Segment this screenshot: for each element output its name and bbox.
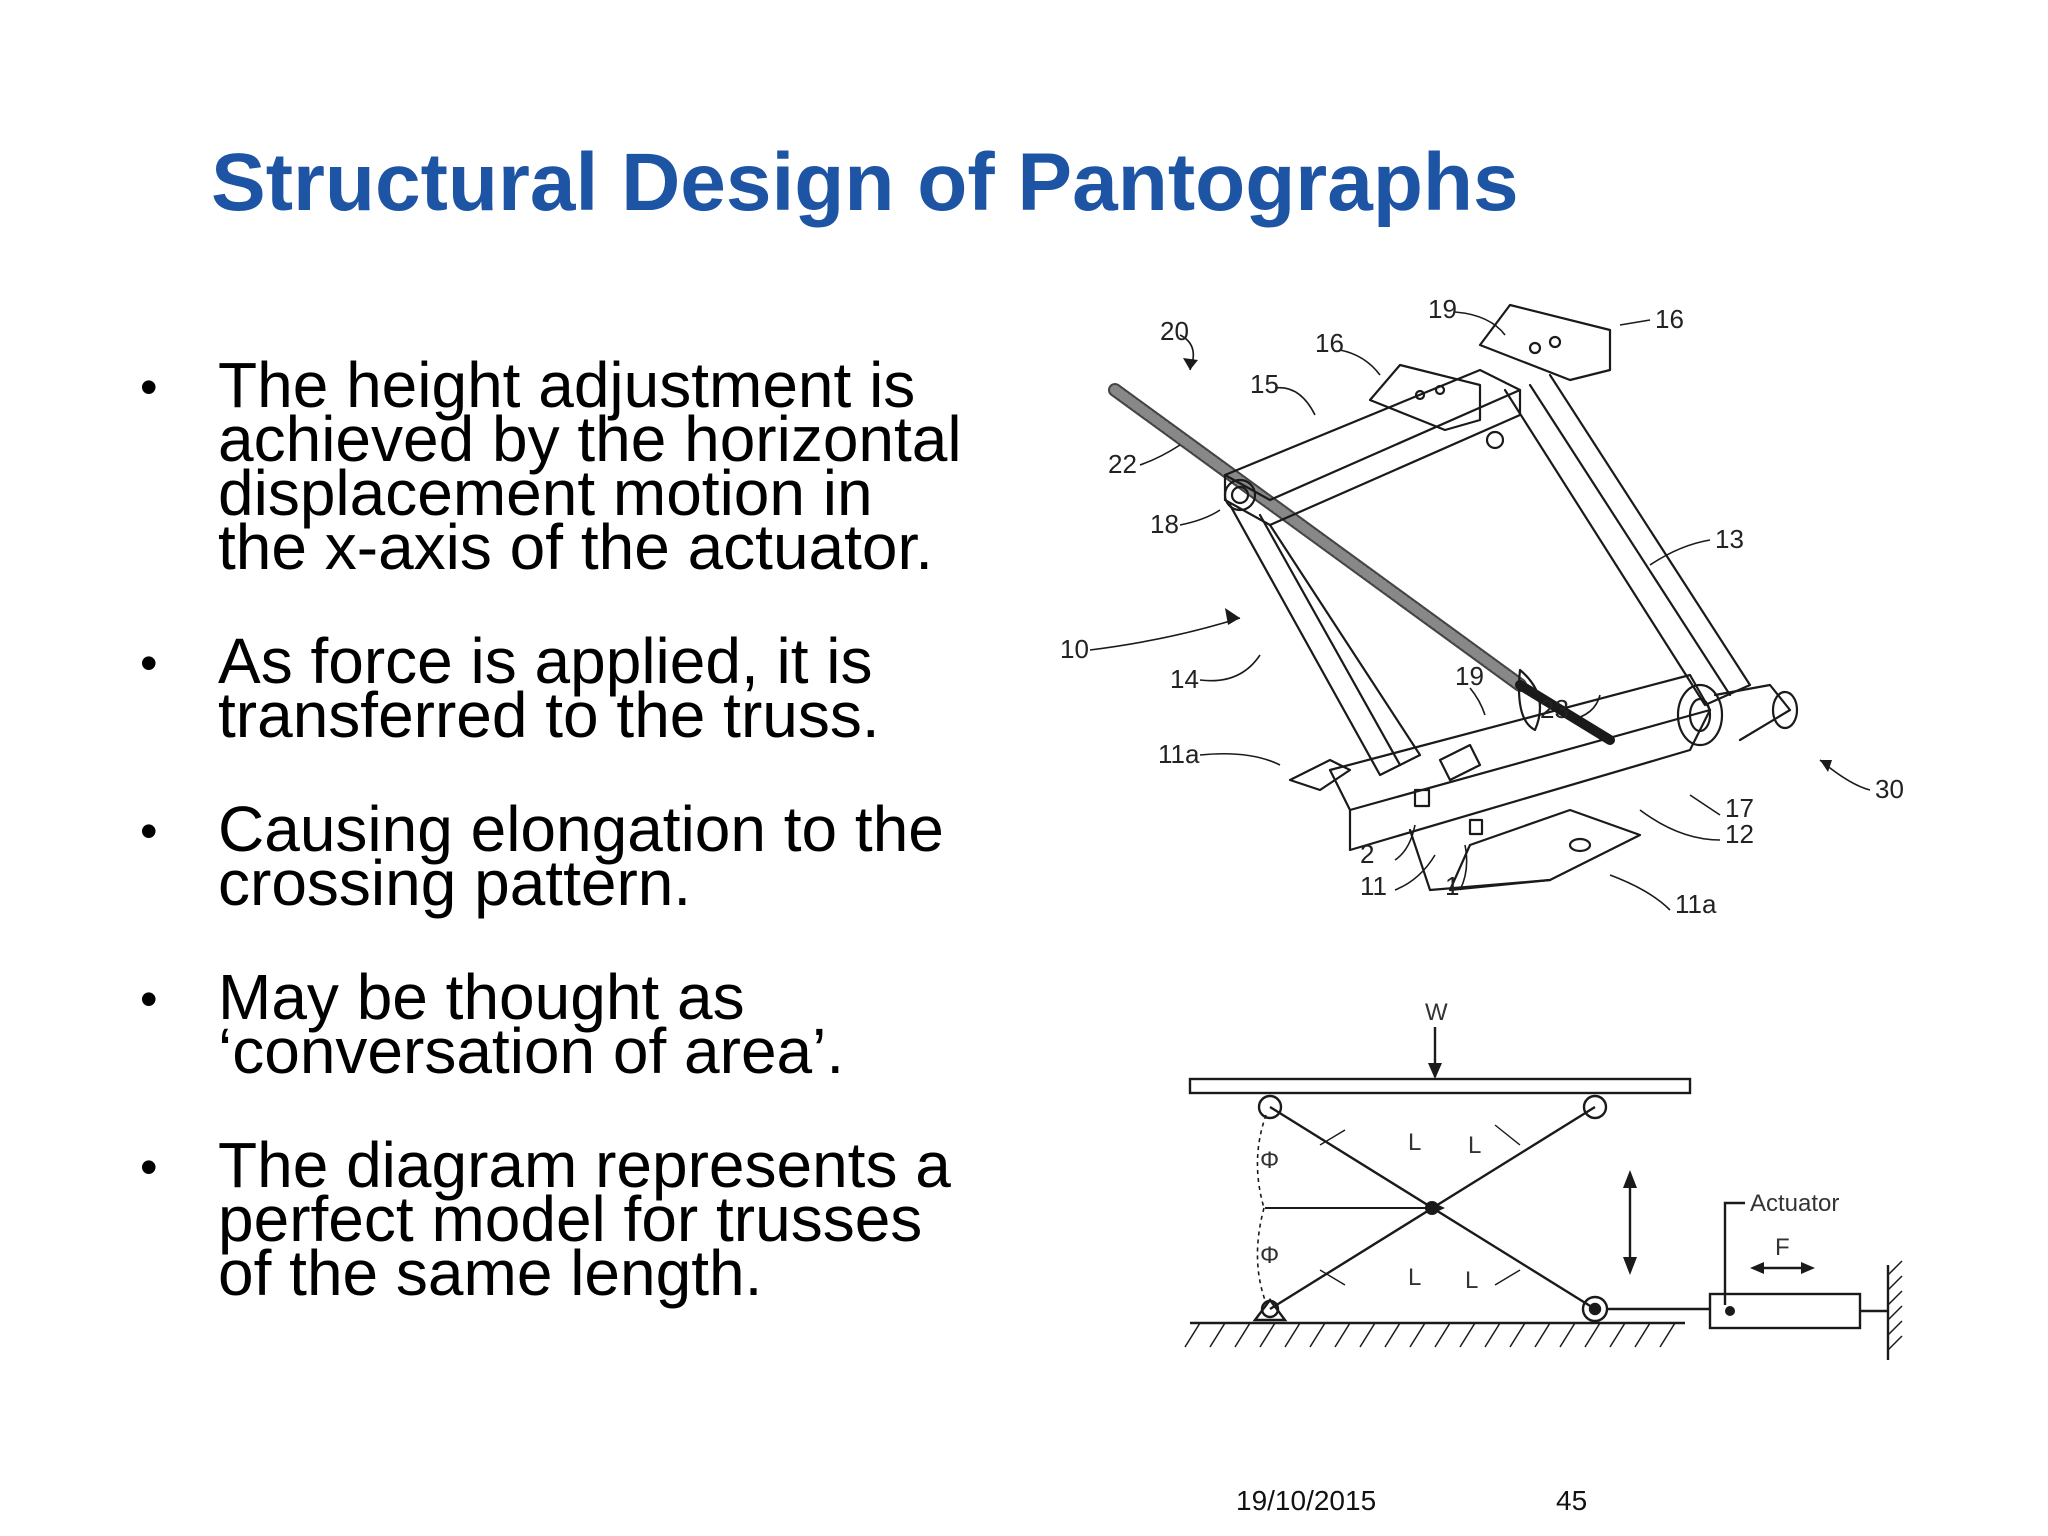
bullet-marker: • xyxy=(140,803,158,859)
label-23: 23 xyxy=(1540,694,1569,724)
label-30: 30 xyxy=(1875,774,1904,804)
scissor-jack-patent-drawing: 20 16 19 16 15 22 18 13 10 14 19 23 11a … xyxy=(1060,294,1904,919)
link-label: L xyxy=(1408,1264,1421,1291)
bullet-marker: • xyxy=(140,1139,158,1195)
load-label: W xyxy=(1425,999,1448,1026)
label-13: 13 xyxy=(1715,524,1744,554)
label-16: 16 xyxy=(1315,328,1344,358)
link-label: L xyxy=(1468,1132,1481,1159)
label-19: 19 xyxy=(1455,661,1484,691)
label-15: 15 xyxy=(1250,369,1279,399)
bullet-text: The diagram represents a perfect model f… xyxy=(218,1129,951,1309)
label-18: 18 xyxy=(1150,509,1179,539)
slide-title: Structural Design of Pantographs xyxy=(211,137,1519,228)
label-11: 11 xyxy=(1360,871,1387,901)
label-11a: 11a xyxy=(1675,889,1717,919)
label-2: 2 xyxy=(1360,839,1374,869)
angle-label: Φ xyxy=(1260,1147,1279,1174)
label-16: 16 xyxy=(1655,304,1684,334)
bullet-item: • May be thought as ‘conversation of are… xyxy=(140,965,970,1083)
label-10: 10 xyxy=(1060,634,1089,664)
bullet-text: Causing elongation to the crossing patte… xyxy=(218,793,944,919)
label-20: 20 xyxy=(1160,316,1189,346)
bullet-item: • The height adjustment is achieved by t… xyxy=(140,353,970,579)
top-platform xyxy=(1188,1077,1692,1095)
bullet-text: May be thought as ‘conversation of area’… xyxy=(218,961,845,1087)
bullet-marker: • xyxy=(140,971,158,1027)
label-14: 14 xyxy=(1170,664,1199,694)
bullet-text: The height adjustment is achieved by the… xyxy=(218,349,962,583)
bullet-text: As force is applied, it is transferred t… xyxy=(218,625,880,751)
label-19: 19 xyxy=(1428,294,1457,324)
bullet-list: • The height adjustment is achieved by t… xyxy=(140,353,970,1360)
label-22: 22 xyxy=(1108,449,1137,479)
footer-date: 19/10/2015 xyxy=(1236,1485,1377,1516)
label-11a: 11a xyxy=(1158,739,1200,769)
screw-rod xyxy=(1108,383,1615,745)
link-label: L xyxy=(1465,1267,1478,1294)
link-label: L xyxy=(1408,1129,1421,1156)
label-1: 1 xyxy=(1445,871,1459,901)
scissor-mechanism-schematic: W L L L L Φ Φ Actuator F xyxy=(1184,999,1903,1360)
page-number: 45 xyxy=(1556,1485,1588,1516)
bullet-item: • The diagram represents a perfect model… xyxy=(140,1133,970,1305)
angle-label: Φ xyxy=(1260,1242,1279,1269)
bullet-marker: • xyxy=(140,359,158,415)
force-label: F xyxy=(1775,1234,1790,1261)
bullet-item: • Causing elongation to the crossing pat… xyxy=(140,797,970,915)
label-17: 17 xyxy=(1725,793,1754,823)
label-12: 12 xyxy=(1725,819,1754,849)
actuator-label: Actuator xyxy=(1750,1190,1839,1217)
bullet-marker: • xyxy=(140,635,158,691)
bullet-item: • As force is applied, it is transferred… xyxy=(140,629,970,747)
